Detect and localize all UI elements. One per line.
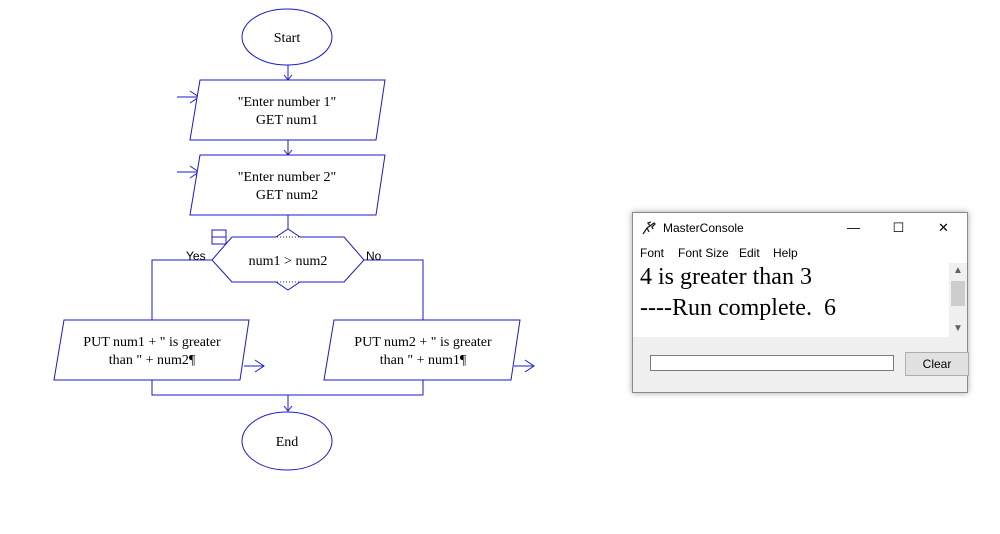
start-terminal[interactable] [241, 8, 333, 66]
console-menu-bar: Font Font Size Edit Help [633, 243, 967, 263]
merge-left-line [151, 380, 288, 396]
scroll-up-icon[interactable]: ▲ [953, 265, 963, 276]
start-label: Start [274, 31, 301, 46]
output-line: ----Run complete. 6 [640, 295, 836, 321]
arrowhead-end [283, 405, 293, 412]
flowchart-canvas: Start "Enter number 1" GET num1 "Enter n… [53, 8, 535, 471]
menu-font-size[interactable]: Font Size [678, 246, 729, 260]
menu-edit[interactable]: Edit [739, 246, 760, 260]
yes-branch-line [151, 259, 212, 320]
no-branch-line [364, 259, 424, 320]
exit-arrowhead-left [254, 359, 265, 373]
output-left-line2: than " + num2¶ [109, 353, 196, 368]
maximize-button[interactable]: ☐ [892, 220, 905, 235]
master-console-window[interactable]: MasterConsole — ☐ ✕ Font Font Size Edit … [632, 212, 969, 393]
console-title-bar[interactable]: MasterConsole — ☐ ✕ [633, 213, 967, 243]
input-block-1[interactable] [189, 79, 386, 141]
end-terminal[interactable] [241, 411, 333, 471]
clear-button[interactable]: Clear [905, 352, 969, 376]
no-label: No [366, 249, 382, 263]
raptor-app-icon [642, 221, 656, 235]
exit-arrowhead-right [524, 359, 535, 373]
minimize-button[interactable]: — [847, 220, 860, 235]
console-input-field[interactable] [650, 355, 894, 371]
input1-prompt: "Enter number 1" [238, 95, 337, 110]
input2-prompt: "Enter number 2" [238, 170, 337, 185]
output-line: 4 is greater than 3 [640, 264, 812, 290]
console-output-area[interactable]: 4 is greater than 3 ----Run complete. 6 [633, 263, 949, 337]
output-scrollbar[interactable]: ▲ ▼ [949, 263, 967, 337]
output-block-right[interactable] [323, 319, 521, 381]
input-block-2[interactable] [189, 154, 386, 216]
input2-get: GET num2 [256, 188, 318, 203]
console-title: MasterConsole [663, 221, 744, 235]
end-label: End [276, 435, 299, 450]
scroll-down-icon[interactable]: ▼ [953, 323, 963, 334]
merge-right-line [288, 380, 424, 396]
output-right-line2: than " + num1¶ [380, 353, 467, 368]
yes-label: Yes [186, 249, 206, 263]
output-left-line1: PUT num1 + " is greater [83, 335, 221, 350]
menu-help[interactable]: Help [773, 246, 798, 260]
menu-font[interactable]: Font [640, 246, 665, 260]
input1-get: GET num1 [256, 113, 318, 128]
close-button[interactable]: ✕ [938, 220, 949, 235]
output-block-left[interactable] [53, 319, 250, 381]
decision-label: num1 > num2 [249, 254, 328, 269]
output-right-line1: PUT num2 + " is greater [354, 335, 492, 350]
scroll-thumb[interactable] [951, 281, 965, 306]
